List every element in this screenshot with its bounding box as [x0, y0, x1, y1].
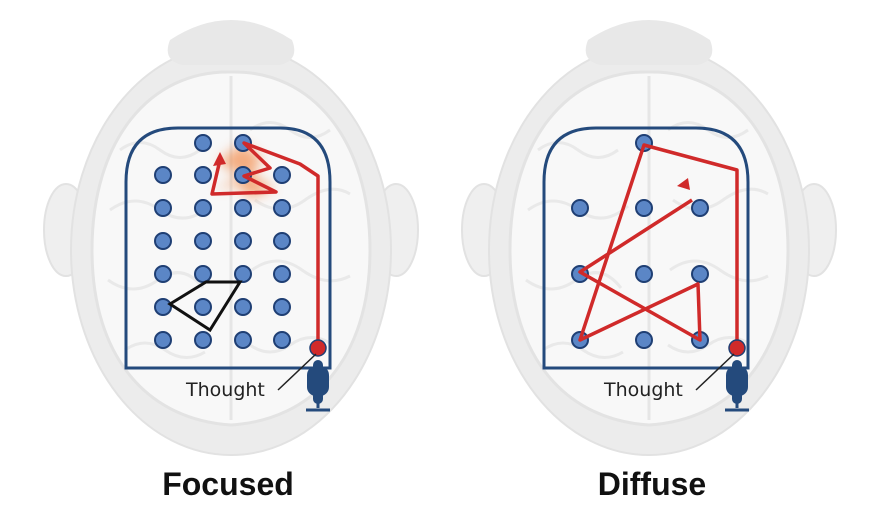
peg	[635, 265, 653, 283]
peg	[154, 265, 172, 283]
focused-panel: Thought Focused	[43, 20, 419, 502]
peg	[273, 298, 291, 316]
peg	[273, 232, 291, 250]
peg	[194, 331, 212, 349]
thought-label: Thought	[185, 379, 265, 401]
thought-ball-icon	[309, 339, 327, 357]
peg	[234, 298, 252, 316]
thought-pointer-line	[277, 353, 317, 391]
plunger-icon	[306, 360, 330, 412]
peg	[194, 166, 212, 184]
focused-thought-path	[210, 141, 320, 348]
diffuse-caption: Diffuse	[598, 466, 706, 502]
peg	[194, 298, 212, 316]
peg	[691, 265, 709, 283]
pinball-frame	[542, 126, 750, 370]
peg	[194, 199, 212, 217]
peg	[234, 331, 252, 349]
peg	[154, 232, 172, 250]
peg	[571, 199, 589, 217]
diffuse-thought-path	[578, 143, 739, 348]
peg	[273, 331, 291, 349]
peg	[273, 265, 291, 283]
peg	[273, 166, 291, 184]
peg	[154, 298, 172, 316]
arrowhead-icon	[213, 152, 226, 166]
thought-label: Thought	[603, 379, 683, 401]
plunger-icon	[725, 360, 749, 412]
peg	[154, 331, 172, 349]
peg	[234, 199, 252, 217]
peg	[234, 232, 252, 250]
peg	[194, 265, 212, 283]
pinball-frame	[124, 126, 332, 370]
peg	[194, 134, 212, 152]
peg	[635, 331, 653, 349]
peg	[691, 199, 709, 217]
arrowhead-icon	[677, 178, 690, 190]
thought-pointer-line	[695, 353, 735, 391]
diffuse-panel: Thought Diffuse	[461, 20, 837, 502]
thought-ball-icon	[728, 339, 746, 357]
peg	[154, 166, 172, 184]
peg	[234, 265, 252, 283]
peg	[194, 232, 212, 250]
peg	[154, 199, 172, 217]
peg	[273, 199, 291, 217]
focused-caption: Focused	[162, 466, 294, 502]
peg	[635, 199, 653, 217]
wandering-shape	[167, 280, 243, 333]
